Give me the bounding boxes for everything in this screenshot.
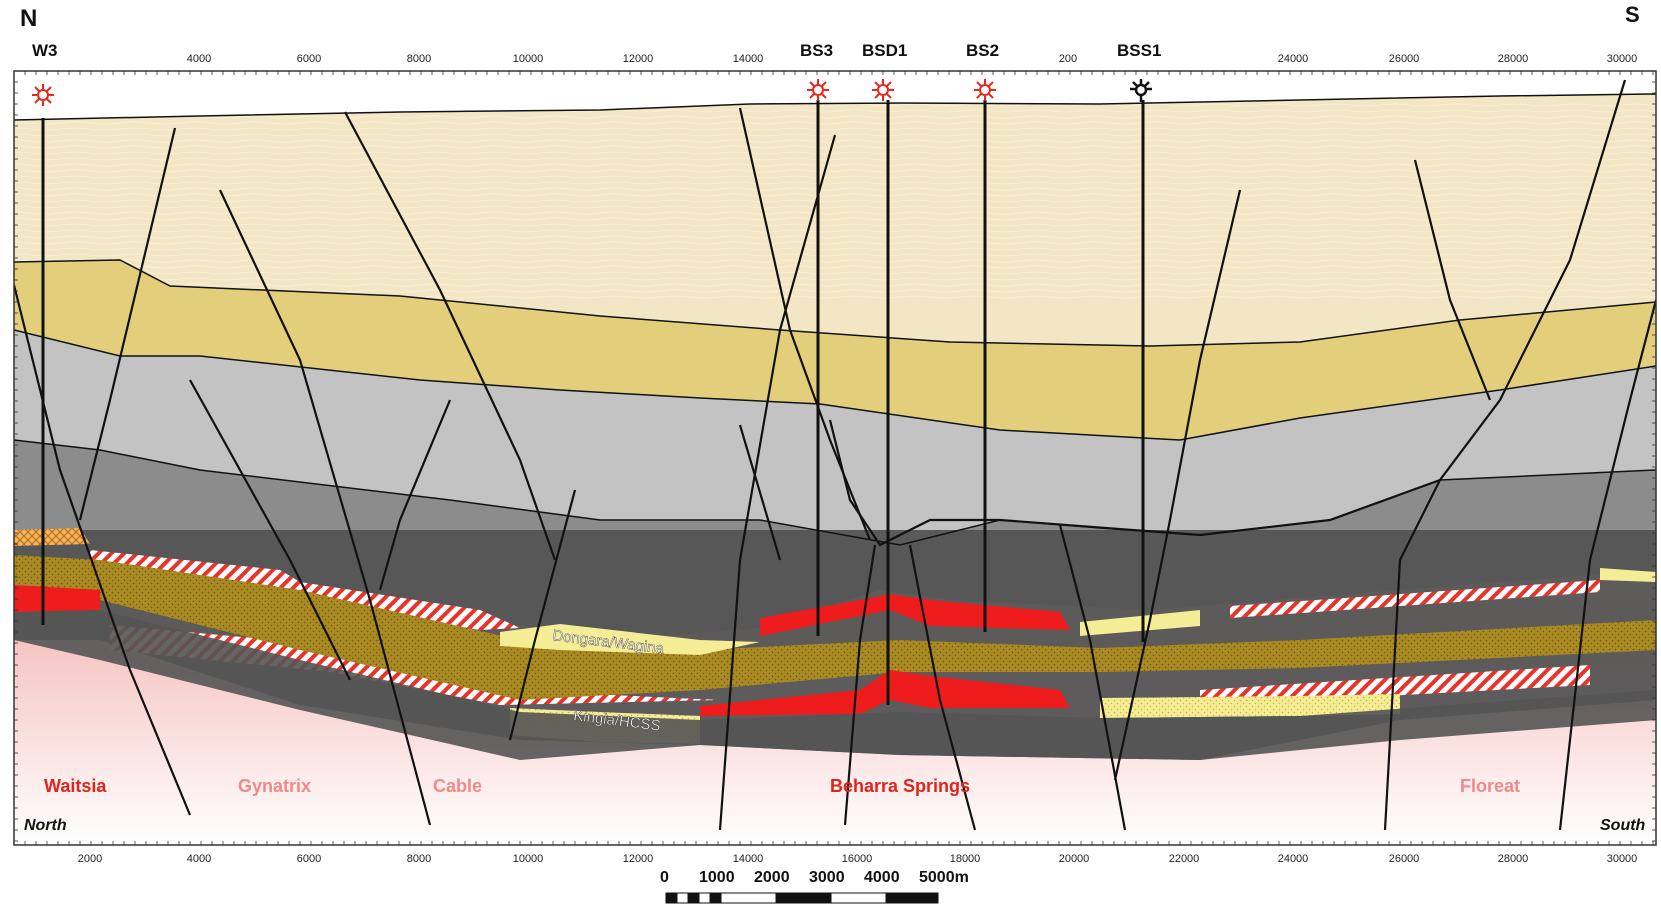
field-label-waitsia: Waitsia <box>44 776 107 796</box>
bottom-tick-label: 20000 <box>1059 853 1090 865</box>
bottom-tick-label: 14000 <box>733 853 764 865</box>
top-tick-label: 12000 <box>623 53 654 65</box>
well-symbols <box>32 79 1152 106</box>
olive-sand <box>14 555 1656 700</box>
scale-label: 0 <box>660 869 669 886</box>
field-label-gynatrix: Gynatrix <box>238 776 311 796</box>
field-label-beharra: Beharra Springs <box>830 776 970 796</box>
fault-lines <box>14 79 1656 831</box>
top-tick-label: 10000 <box>513 53 544 65</box>
strata <box>14 71 1656 845</box>
scale-label: 4000 <box>864 869 900 886</box>
bottom-tick-label: 4000 <box>187 853 211 865</box>
field-label-floreat: Floreat <box>1460 776 1520 796</box>
bottom-tick-label: 6000 <box>297 853 321 865</box>
top-axis-labels: 4000 6000 8000 10000 12000 14000 200 240… <box>187 53 1638 65</box>
bottom-tick-label: 30000 <box>1607 853 1638 865</box>
well-label-bs2: BS2 <box>966 41 999 60</box>
well-label-bss1: BSS1 <box>1117 41 1161 60</box>
bottom-tick-label: 2000 <box>78 853 102 865</box>
top-tick-label: 28000 <box>1498 53 1529 65</box>
top-tick-label: 24000 <box>1278 53 1309 65</box>
field-labels: Waitsia Gynatrix Cable Beharra Springs F… <box>44 776 1520 796</box>
section-frame <box>13 70 1657 846</box>
bottom-tick-label: 24000 <box>1278 853 1309 865</box>
corner-label-north: North <box>24 817 67 834</box>
gas-well-icon <box>32 84 54 106</box>
bottom-tick-label: 16000 <box>842 853 873 865</box>
north-letter: N <box>20 5 37 32</box>
well-label-w3: W3 <box>32 41 58 60</box>
top-tick-label: 26000 <box>1389 53 1420 65</box>
gas-well-icon <box>872 79 894 101</box>
bottom-tick-label: 8000 <box>407 853 431 865</box>
scale-label: 5000m <box>919 869 969 886</box>
top-tick-label: 4000 <box>187 53 211 65</box>
scale-bar: 0 1000 2000 3000 4000 5000m <box>660 869 969 904</box>
scale-label: 2000 <box>754 869 790 886</box>
dry-well-icon <box>1130 79 1152 102</box>
bottom-tick-label: 18000 <box>950 853 981 865</box>
well-bores <box>41 100 1145 705</box>
pale-yellow-sand <box>500 624 760 655</box>
south-letter: S <box>1625 2 1640 27</box>
bottom-tick-label: 26000 <box>1389 853 1420 865</box>
well-label-bs3: BS3 <box>800 41 833 60</box>
bottom-tick-label: 22000 <box>1169 853 1200 865</box>
well-label-bsd1: BSD1 <box>862 41 907 60</box>
top-tick-label: 8000 <box>407 53 431 65</box>
red-gas-zone <box>14 585 100 612</box>
top-tick-label: 30000 <box>1607 53 1638 65</box>
top-tick-label: 200 <box>1059 53 1077 65</box>
bottom-tick-label: 10000 <box>513 853 544 865</box>
bottom-tick-label: 12000 <box>623 853 654 865</box>
bottom-axis-labels: 2000 4000 6000 8000 10000 12000 14000 16… <box>78 853 1638 865</box>
gas-well-icon <box>974 79 996 101</box>
gas-well-icon <box>807 79 829 101</box>
field-label-cable: Cable <box>433 776 482 796</box>
scale-label: 1000 <box>699 869 735 886</box>
yellow-band <box>14 260 1656 440</box>
top-tick-label: 6000 <box>297 53 321 65</box>
scale-label: 3000 <box>809 869 845 886</box>
top-tick-label: 14000 <box>733 53 764 65</box>
axis-ticks <box>13 70 1656 845</box>
corner-label-south: South <box>1600 817 1646 834</box>
bottom-tick-label: 28000 <box>1498 853 1529 865</box>
